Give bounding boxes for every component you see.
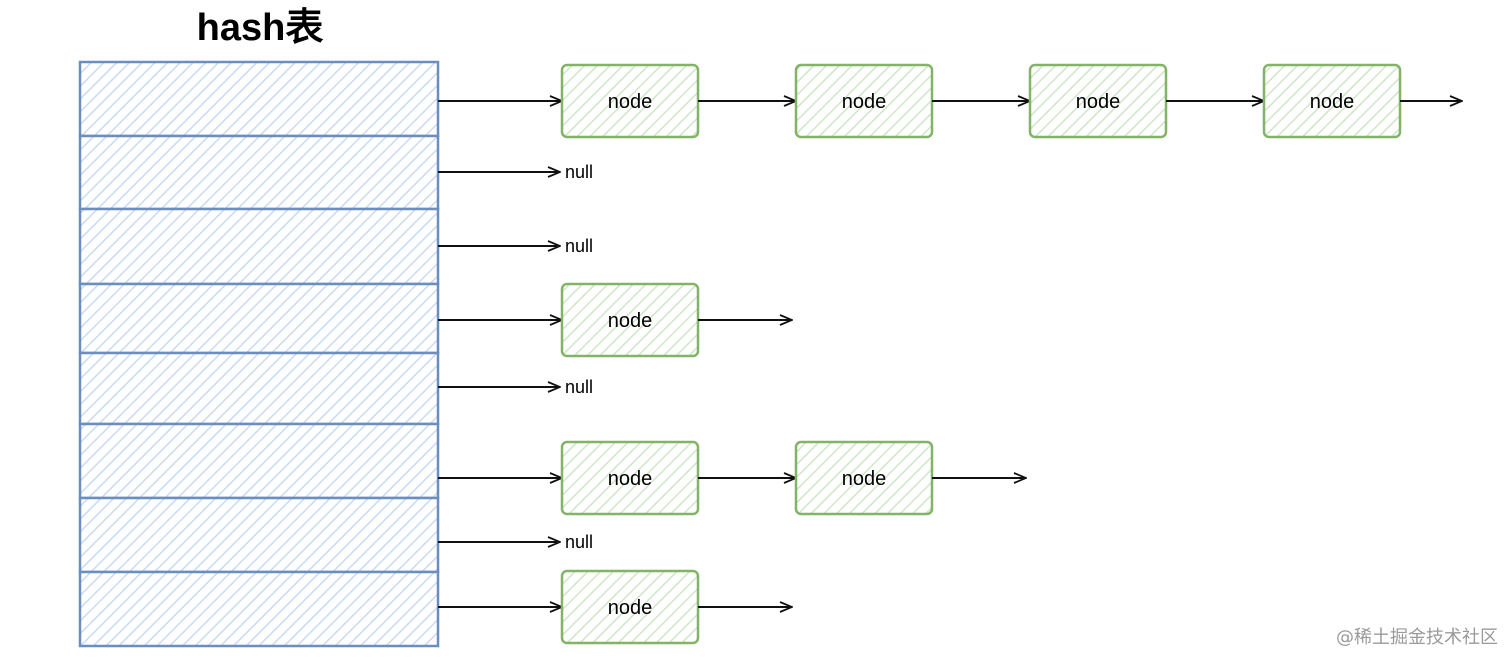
hash-bucket-5	[78, 422, 440, 500]
node-label: node	[842, 468, 887, 490]
node-label: node	[1076, 91, 1121, 113]
hash-bucket-1	[78, 134, 440, 211]
diagram-title: hash表	[197, 7, 324, 49]
null-label: null	[565, 532, 593, 552]
null-label: null	[565, 236, 593, 256]
hash-bucket-0	[78, 60, 440, 138]
hash-bucket-6	[78, 496, 440, 574]
node-label: node	[842, 91, 887, 113]
node-label: node	[608, 468, 653, 490]
bucket-chains: node node node node null null node null node node…	[438, 63, 1462, 645]
node-label: node	[1310, 91, 1355, 113]
hash-bucket-3	[78, 282, 440, 355]
hash-bucket-2	[78, 207, 440, 286]
hash-bucket-4	[78, 351, 440, 426]
node-label: node	[608, 310, 653, 332]
watermark: @稀土掘金技术社区	[1336, 627, 1498, 648]
null-label: null	[565, 162, 593, 182]
hash-bucket-7	[78, 570, 440, 648]
node-label: node	[608, 91, 653, 113]
null-label: null	[565, 377, 593, 397]
hash-table	[78, 60, 440, 648]
node-label: node	[608, 597, 653, 619]
